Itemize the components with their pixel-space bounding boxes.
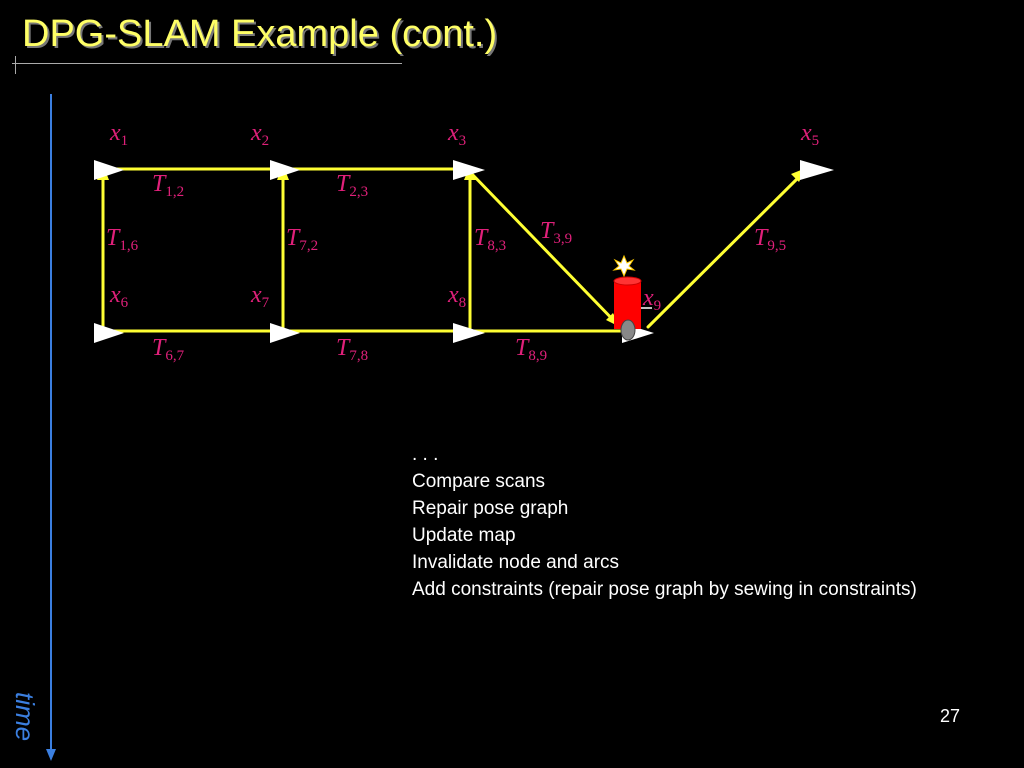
edge-label-T23: T2,3 — [336, 171, 368, 200]
node-label-x2: x2 — [250, 120, 269, 149]
robot-top — [613, 276, 642, 286]
edge-label-T67: T6,7 — [152, 335, 185, 364]
pose-node-x2 — [270, 160, 300, 180]
edge-labels: T1,2 T2,3 T1,6 T7,2 T8,3 T3,9 T9,5 T6,7 … — [106, 171, 786, 364]
slide-title: DPG-SLAM Example (cont.) — [22, 13, 498, 55]
edge-label-T78: T7,8 — [336, 335, 368, 364]
node-label-x8: x8 — [447, 282, 466, 311]
pose-node-x8 — [453, 323, 485, 343]
edge-label-T95: T9,5 — [754, 225, 786, 254]
title-tick-mark — [15, 56, 16, 74]
pose-node-x1 — [94, 160, 124, 180]
edge-label-T83: T8,3 — [474, 225, 506, 254]
node-label-x7: x7 — [250, 282, 270, 311]
step-compare-scans: Compare scans — [412, 471, 546, 492]
node-label-x6: x6 — [109, 282, 129, 311]
node-label-x9: x9 — [642, 285, 661, 314]
edge-T39 — [468, 170, 622, 329]
node-label-x5: x5 — [800, 120, 819, 149]
edge-label-T39: T3,9 — [540, 218, 572, 247]
edge-label-T12: T1,2 — [152, 171, 184, 200]
robot-wheel — [620, 319, 636, 341]
robot-light-icon — [612, 254, 636, 278]
edge-label-T72: T7,2 — [286, 225, 318, 254]
page-number: 27 — [940, 706, 961, 726]
time-axis-arrowhead — [46, 749, 56, 761]
time-axis-line — [50, 94, 52, 749]
step-invalidate-node-arcs: Invalidate node and arcs — [412, 552, 620, 573]
step-repair-pose-graph: Repair pose graph — [412, 498, 569, 519]
robot-icon — [612, 254, 652, 341]
steps-list: . . . Compare scans Repair pose graph Up… — [412, 441, 917, 603]
edge-label-T16: T1,6 — [106, 225, 139, 254]
pose-node-x5 — [800, 160, 834, 180]
step-update-map: Update map — [412, 525, 516, 546]
step-add-constraints: Add constraints (repair pose graph by se… — [412, 579, 917, 600]
title-underline — [12, 63, 402, 64]
node-label-x3: x3 — [447, 120, 466, 149]
edge-label-T89: T8,9 — [515, 335, 547, 364]
edge-T95 — [646, 170, 806, 329]
pose-node-x3 — [453, 160, 485, 180]
pose-node-x6 — [94, 323, 124, 343]
node-label-x1: x1 — [109, 120, 128, 149]
pose-graph-edges — [101, 167, 806, 333]
pose-node-x7 — [270, 323, 300, 343]
steps-ellipsis: . . . — [412, 444, 439, 465]
node-labels: x1 x2 x3 x5 x6 x7 x8 x9 — [109, 120, 819, 314]
